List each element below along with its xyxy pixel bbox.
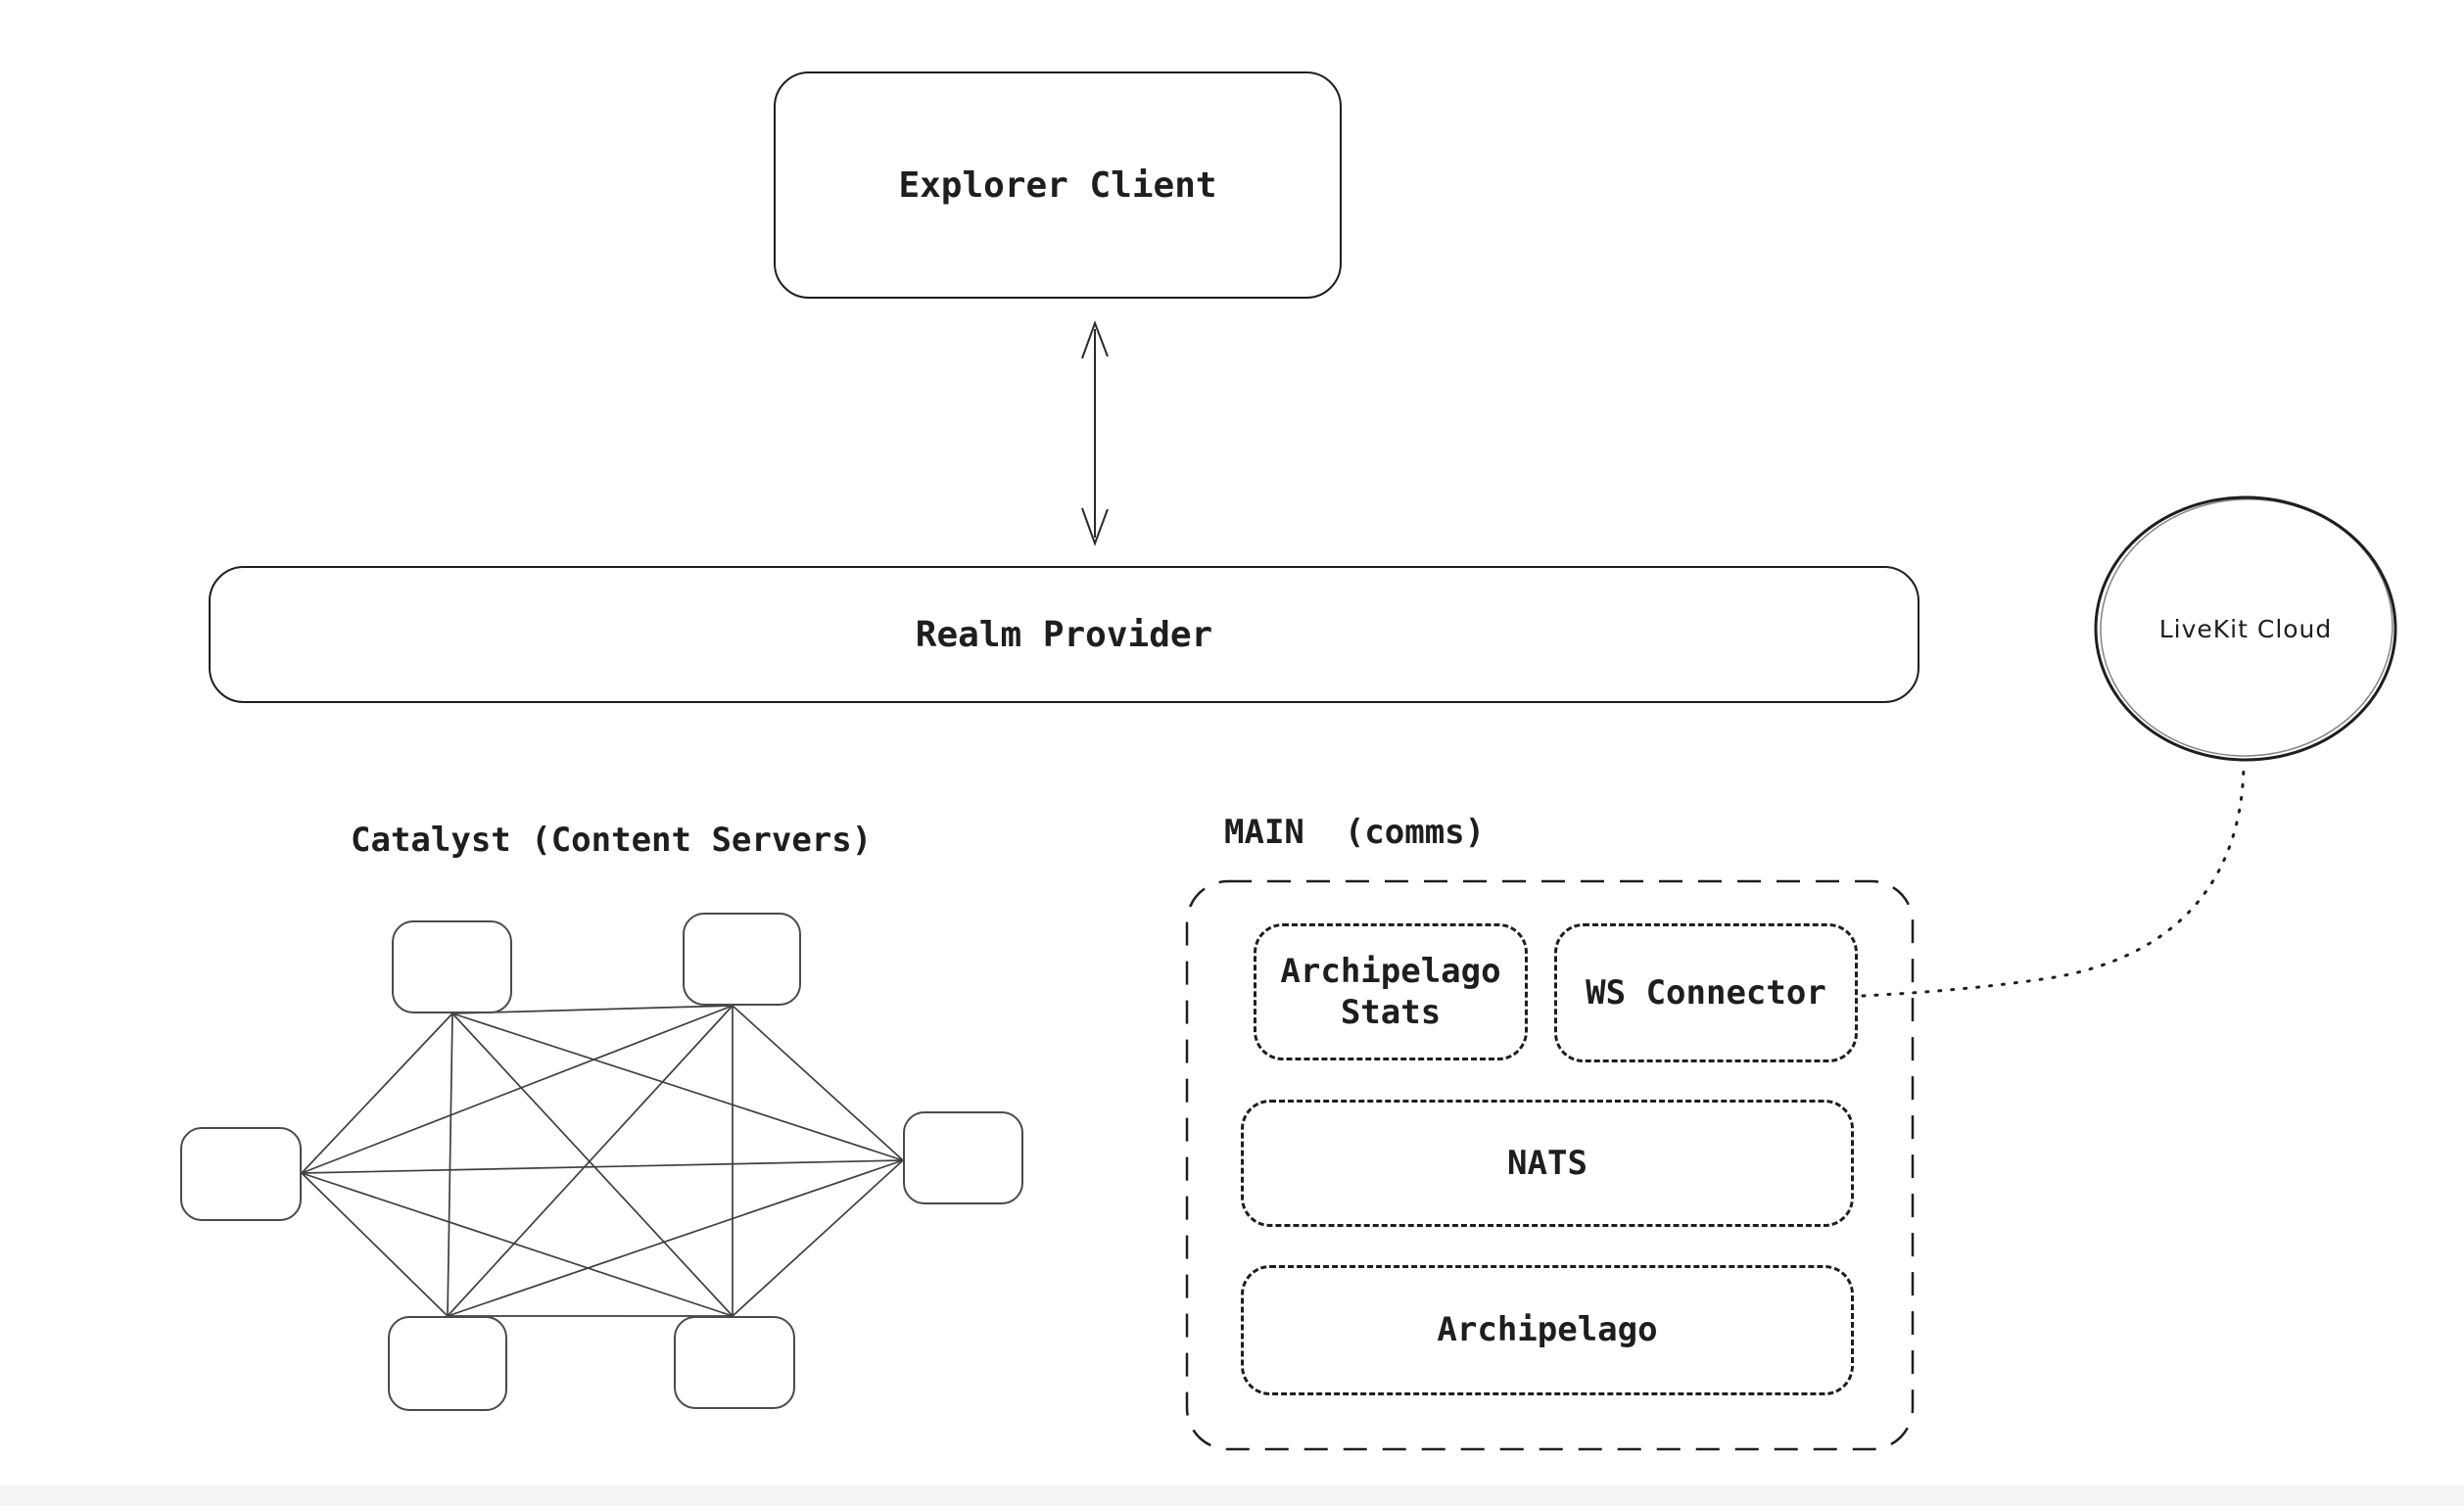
catalyst-node-top-left (392, 920, 512, 1013)
explorer-client-box: Explorer Client (774, 71, 1342, 299)
main-comms-container (1185, 879, 1915, 1451)
double-arrow-connector (1081, 320, 1109, 546)
ws-connector-box: WS Connector (1554, 923, 1858, 1062)
bottom-edge-strip (0, 1485, 2464, 1506)
livekit-cloud-circle (2094, 495, 2397, 762)
archipelago-stats-box: Archipelago Stats (1254, 923, 1528, 1060)
archipelago-box: Archipelago (1241, 1265, 1854, 1395)
catalyst-node-right (903, 1111, 1023, 1204)
catalyst-node-left (180, 1127, 302, 1221)
realm-provider-label: Realm Provider (915, 614, 1213, 655)
catalyst-node-bottom-left (388, 1316, 507, 1411)
ws-connector-label: WS Connector (1586, 972, 1826, 1012)
livekit-cloud-label: LiveKit Cloud (2158, 614, 2333, 643)
ws-livekit-dotted-connector (1861, 764, 2246, 998)
catalyst-node-bottom-right (674, 1316, 795, 1409)
explorer-client-label: Explorer Client (898, 165, 1217, 206)
archipelago-stats-label: Archipelago Stats (1280, 951, 1501, 1033)
catalyst-node-top-right (683, 913, 801, 1006)
main-section-title: MAIN (comms) (1224, 813, 1486, 852)
catalyst-section-title: Catalyst (Content Servers) (351, 821, 873, 860)
nats-box: NATS (1241, 1100, 1854, 1227)
realm-provider-box: Realm Provider (209, 566, 1919, 703)
nats-label: NATS (1507, 1143, 1587, 1183)
catalyst-mesh-edges (301, 1005, 904, 1317)
archipelago-label: Archipelago (1437, 1310, 1658, 1350)
